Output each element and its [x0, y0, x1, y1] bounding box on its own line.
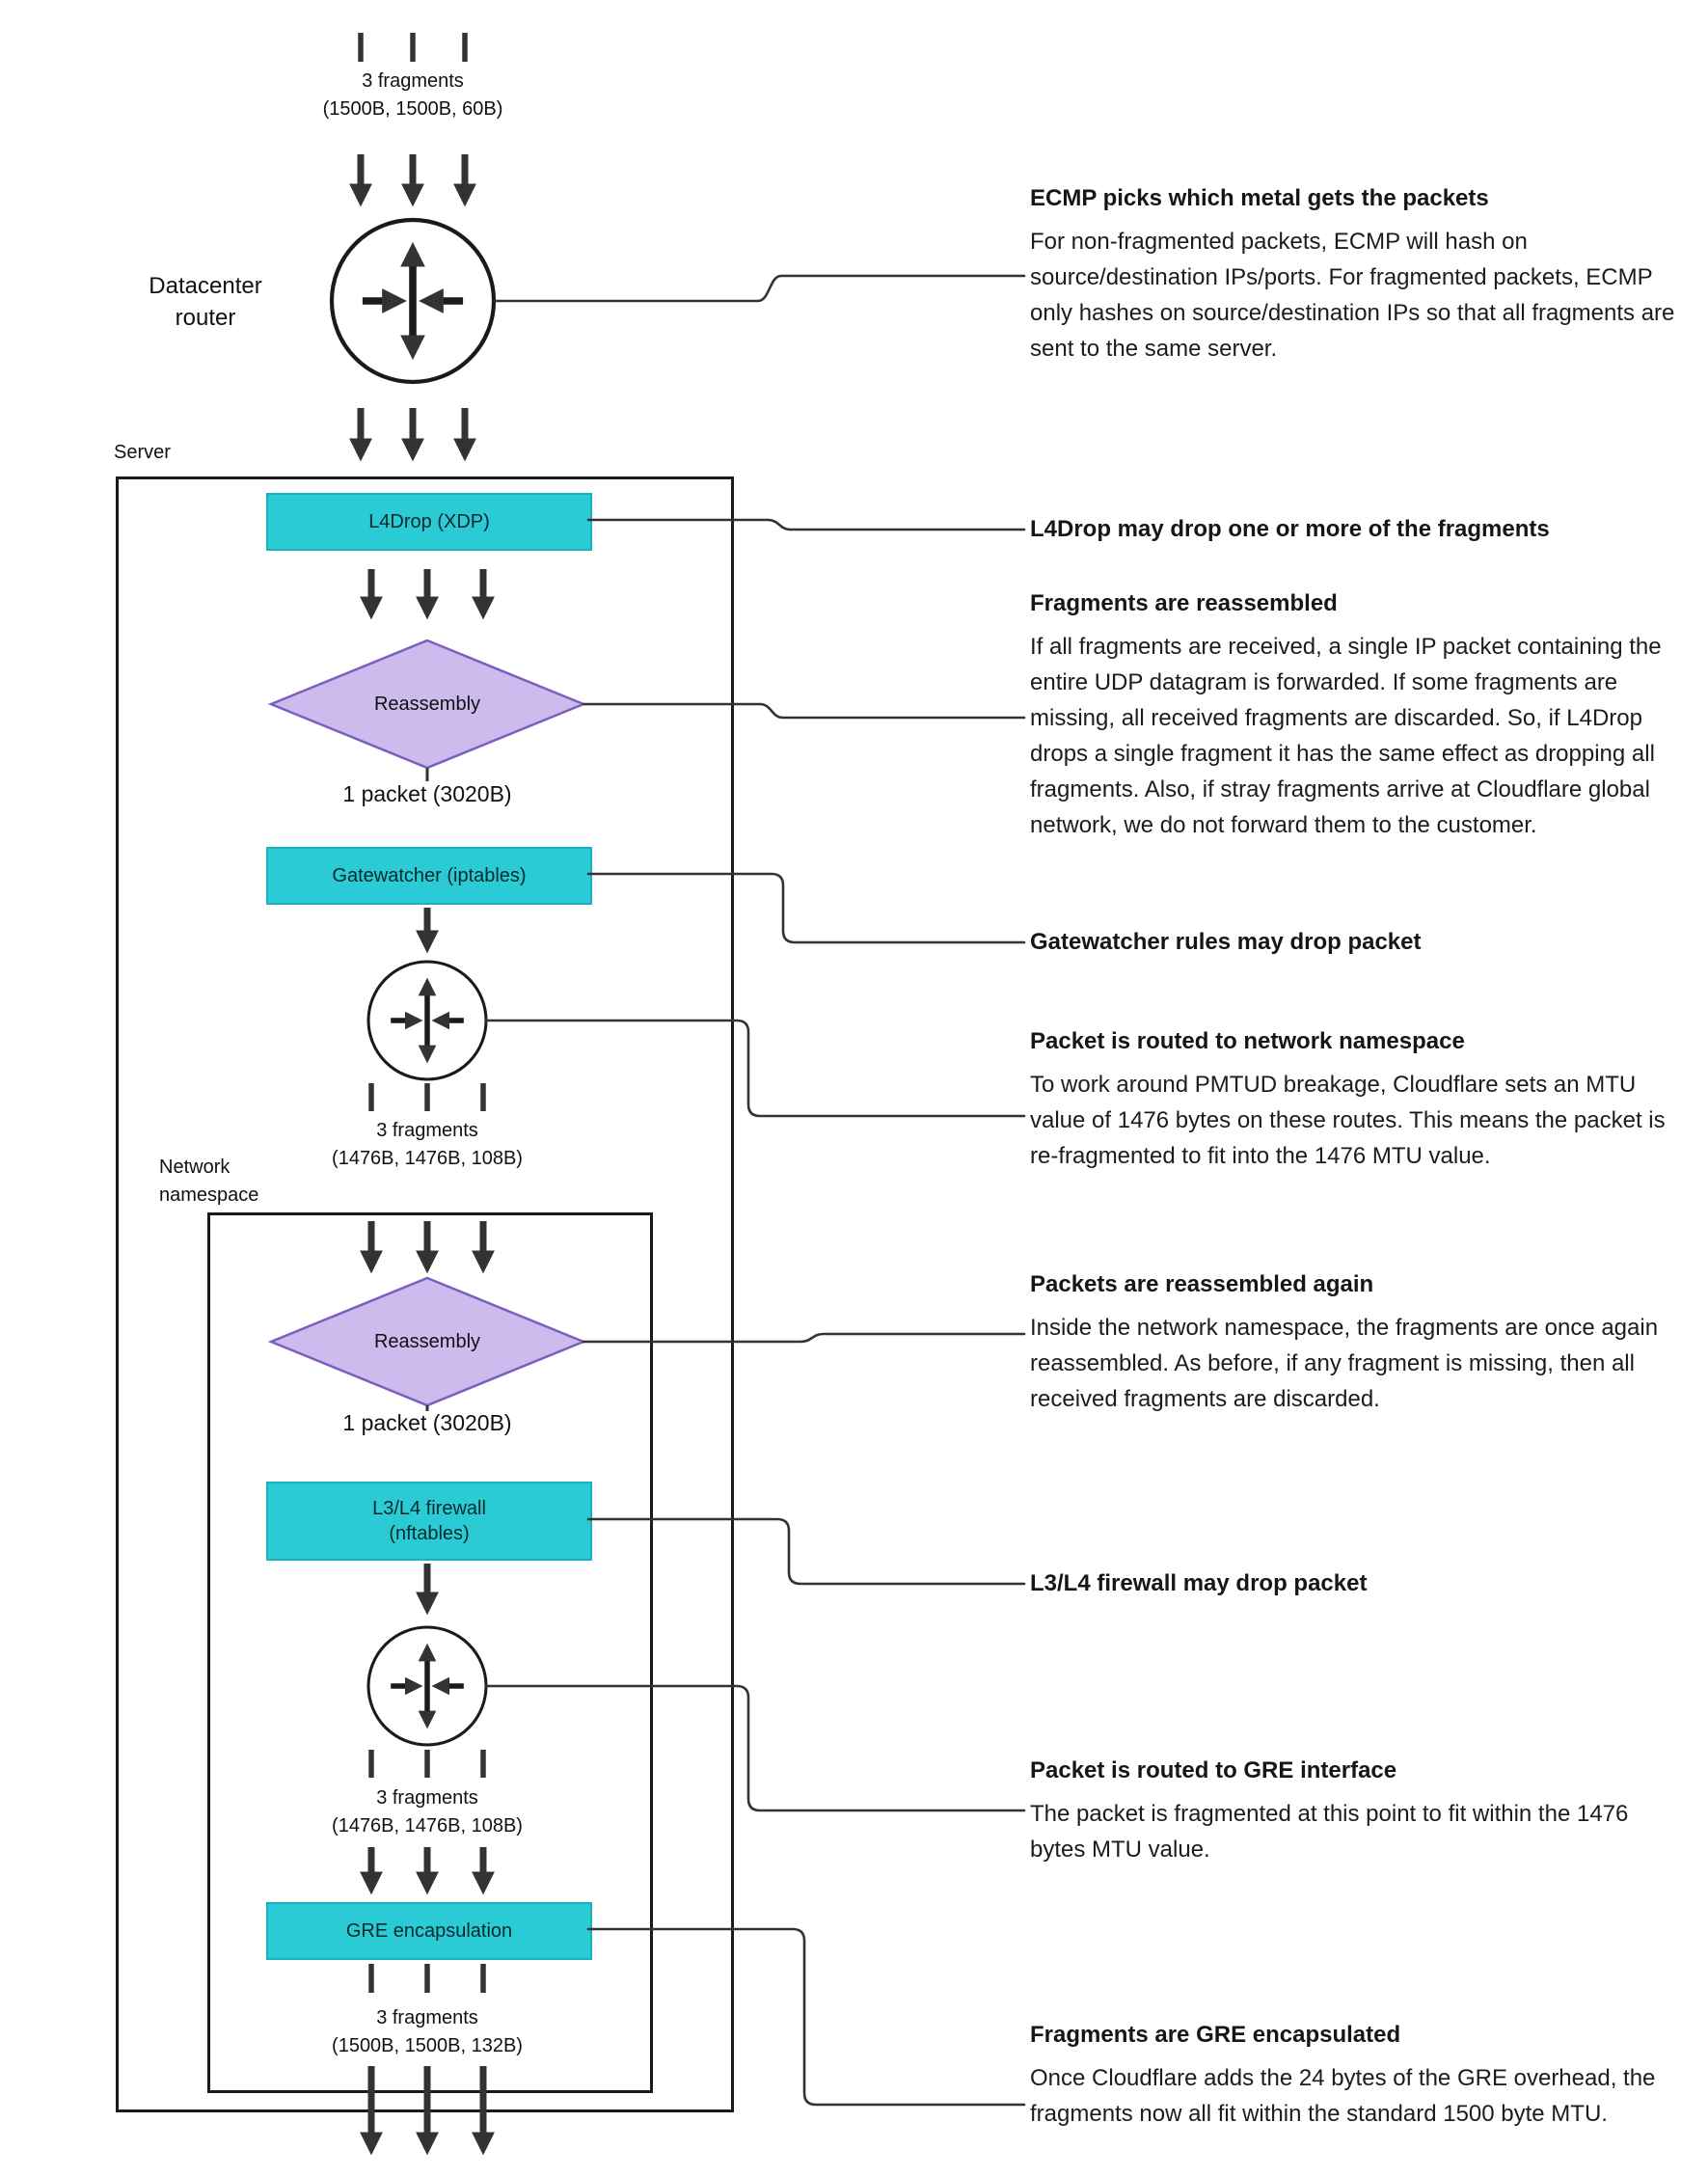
fragments-label-4: 3 fragments (1500B, 1500B, 132B) [283, 2004, 572, 2060]
annotation-heading: ECMP picks which metal gets the packets [1030, 185, 1489, 211]
fragments-sizes: (1500B, 1500B, 132B) [332, 2035, 523, 2056]
node-gatewatcher-label: Gatewatcher (iptables) [332, 865, 527, 886]
annotation-gatewatcher: Gatewatcher rules may drop packet [1030, 927, 1688, 967]
annotation-body: To work around PMTUD breakage, Cloudflar… [1030, 1072, 1666, 1169]
annotation-body: Once Cloudflare adds the 24 bytes of the… [1030, 2065, 1656, 2127]
connector-ecmp [493, 274, 1026, 303]
datacenter-router-label: Datacenter router [149, 273, 262, 331]
annotation-reassembled: Fragments are reassembled If all fragmen… [1030, 588, 1688, 843]
fragments-count: 3 fragments [376, 1787, 478, 1809]
fragments-label-3: 3 fragments (1476B, 1476B, 108B) [283, 1784, 572, 1840]
fragments-label-top: 3 fragments (1500B, 1500B, 60B) [268, 68, 557, 123]
annotation-reassembled-again: Packets are reassembled again Inside the… [1030, 1269, 1688, 1417]
fragments-label-2: 3 fragments (1476B, 1476B, 108B) [283, 1117, 572, 1173]
node-firewall-label-line2: (nftables) [389, 1523, 470, 1544]
fragment-dashes-top [358, 33, 468, 62]
node-gatewatcher: Gatewatcher (iptables) [266, 847, 592, 905]
node-gre-label: GRE encapsulation [345, 1920, 513, 1942]
packet-2-label: 1 packet (3020B) [342, 1410, 512, 1435]
node-l3l4-firewall: L3/L4 firewall (nftables) [266, 1482, 592, 1561]
node-l4drop: L4Drop (XDP) [266, 493, 592, 551]
flow-arrows-into-router [349, 154, 476, 207]
annotation-body: For non-fragmented packets, ECMP will ha… [1030, 229, 1675, 362]
annotation-l4drop: L4Drop may drop one or more of the fragm… [1030, 514, 1688, 555]
network-namespace-label: Network namespace [159, 1157, 259, 1206]
fragments-count: 3 fragments [376, 2007, 478, 2028]
annotation-ecmp: ECMP picks which metal gets the packets … [1030, 183, 1688, 367]
reassembly-2-label: Reassembly [373, 1331, 481, 1352]
fragments-count: 3 fragments [376, 1120, 478, 1141]
annotation-heading: Packet is routed to GRE interface [1030, 1757, 1397, 1783]
node-gre-encapsulation: GRE encapsulation [266, 1902, 592, 1960]
annotation-heading: Packet is routed to network namespace [1030, 1028, 1465, 1054]
annotation-body: The packet is fragmented at this point t… [1030, 1801, 1629, 1863]
node-firewall-label-line1: L3/L4 firewall [372, 1498, 486, 1519]
annotation-gre-encapsulated: Fragments are GRE encapsulated Once Clou… [1030, 2020, 1688, 2132]
annotation-heading: Gatewatcher rules may drop packet [1030, 929, 1422, 955]
annotation-heading: Packets are reassembled again [1030, 1271, 1374, 1297]
annotation-heading: Fragments are reassembled [1030, 590, 1338, 616]
annotation-routed-namespace: Packet is routed to network namespace To… [1030, 1026, 1688, 1174]
annotation-heading: L3/L4 firewall may drop packet [1030, 1570, 1368, 1596]
annotation-heading: Fragments are GRE encapsulated [1030, 2022, 1401, 2048]
annotation-heading: L4Drop may drop one or more of the fragm… [1030, 516, 1550, 542]
fragments-sizes: (1500B, 1500B, 60B) [322, 98, 503, 120]
flow-arrows-into-server [349, 408, 476, 462]
node-l4drop-label: L4Drop (XDP) [368, 511, 490, 532]
datacenter-router-icon [332, 220, 494, 382]
annotation-body: Inside the network namespace, the fragme… [1030, 1315, 1659, 1412]
fragments-count: 3 fragments [362, 70, 464, 92]
annotation-firewall: L3/L4 firewall may drop packet [1030, 1568, 1688, 1609]
packet-1-label: 1 packet (3020B) [342, 781, 512, 806]
annotation-body: If all fragments are received, a single … [1030, 634, 1662, 838]
fragments-sizes: (1476B, 1476B, 108B) [332, 1148, 523, 1169]
reassembly-1-label: Reassembly [373, 694, 481, 715]
fragments-sizes: (1476B, 1476B, 108B) [332, 1815, 523, 1837]
annotation-routed-gre: Packet is routed to GRE interface The pa… [1030, 1755, 1688, 1867]
server-label: Server [114, 442, 171, 463]
